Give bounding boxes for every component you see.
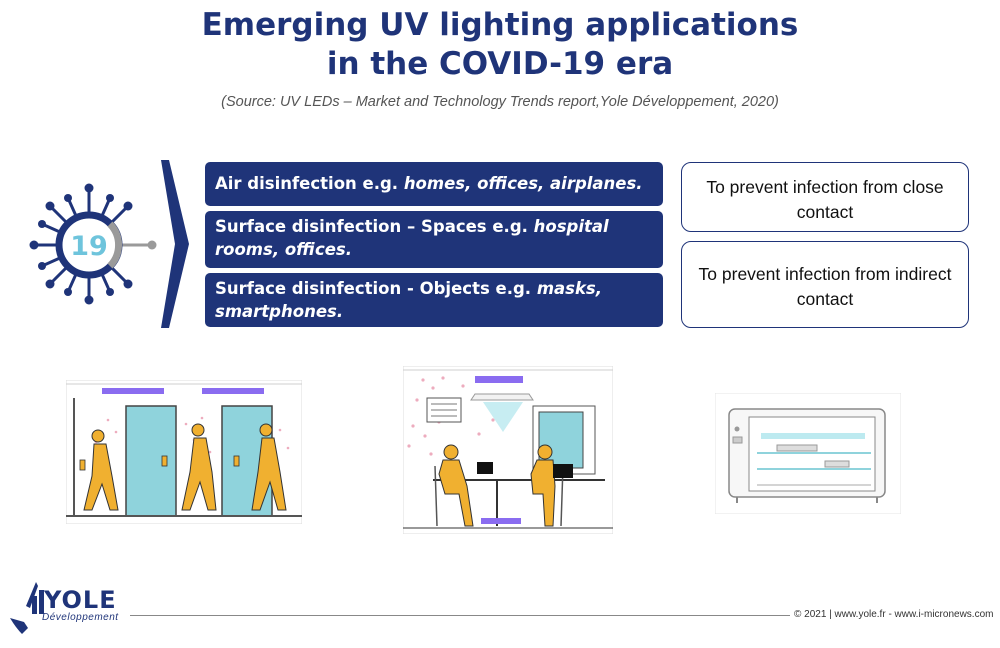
application-examples: hospital rooms, offices. xyxy=(215,217,609,259)
footer-divider xyxy=(130,615,790,616)
logo-wordmark: YOLE xyxy=(44,586,117,614)
covid-virus-icon: 19 xyxy=(29,183,157,305)
walking-people-doors-illustration xyxy=(66,380,302,524)
copyright-text: © 2021 | www.yole.fr - www.i-micronews.c… xyxy=(794,609,994,620)
badge-number: 19 xyxy=(70,231,108,262)
application-examples: masks, smartphones. xyxy=(215,279,603,321)
title-line-2: in the COVID-19 era xyxy=(326,46,674,82)
yole-logo-icon xyxy=(10,582,44,634)
application-label: Surface disinfection – Spaces e.g. xyxy=(215,217,534,236)
uv-box-object-disinfection-illustration xyxy=(715,393,901,514)
application-label: Surface disinfection - Objects e.g. xyxy=(215,279,537,298)
application-air-disinfection: Air disinfection e.g. homes, offices, ai… xyxy=(205,162,663,206)
application-examples: homes, offices, airplanes. xyxy=(403,174,643,193)
title-line-1: Emerging UV lighting applications xyxy=(201,7,799,43)
logo-subtitle: Développement xyxy=(42,612,119,623)
application-surface-objects: Surface disinfection - Objects e.g. mask… xyxy=(205,273,663,327)
application-surface-spaces: Surface disinfection – Spaces e.g. hospi… xyxy=(205,211,663,268)
purpose-indirect-contact: To prevent infection from indirect conta… xyxy=(681,241,969,328)
source-caption: (Source: UV LEDs – Market and Technology… xyxy=(221,94,779,110)
chevron-right-icon xyxy=(161,160,189,328)
purpose-close-contact: To prevent infection from close contact xyxy=(681,162,969,232)
page-title: Emerging UV lighting applications in the… xyxy=(0,6,1000,84)
office-air-disinfection-illustration xyxy=(403,366,613,534)
application-label: Air disinfection e.g. xyxy=(215,174,404,193)
